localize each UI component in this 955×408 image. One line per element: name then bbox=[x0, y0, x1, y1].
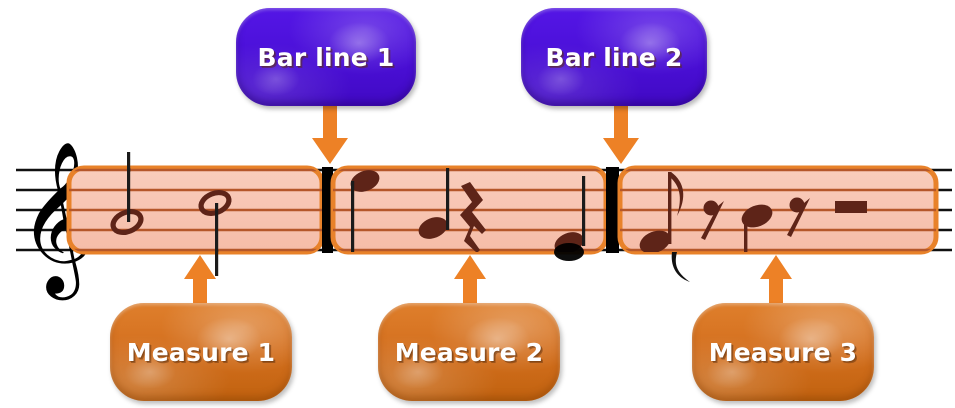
callout-measure-3-label: Measure 3 bbox=[708, 337, 858, 367]
callout-measure-3[interactable]: Measure 3 bbox=[692, 303, 874, 401]
measure-3-arrow bbox=[760, 255, 792, 311]
half-rest-glyph bbox=[835, 201, 867, 213]
quarter-rest-glyph bbox=[460, 182, 486, 252]
note-below-staff bbox=[554, 243, 584, 261]
bar-line-2-glyph bbox=[606, 167, 619, 253]
measure-1-highlight bbox=[66, 165, 325, 255]
measure-1-arrow bbox=[184, 255, 216, 311]
eighth-rest-glyph bbox=[701, 200, 724, 240]
measure-2-notes bbox=[350, 168, 586, 261]
callout-bar-line-1-label: Bar line 1 bbox=[257, 42, 395, 72]
bar-line-2-arrow bbox=[603, 104, 639, 164]
callout-measure-2[interactable]: Measure 2 bbox=[378, 303, 560, 401]
callout-measure-1[interactable]: Measure 1 bbox=[110, 303, 292, 401]
callout-bar-line-2[interactable]: Bar line 2 bbox=[521, 8, 707, 106]
measure-2-arrow bbox=[454, 255, 486, 311]
callout-measure-1-label: Measure 1 bbox=[126, 337, 276, 367]
measure-1-notes bbox=[110, 152, 232, 276]
bar-line-1-arrow bbox=[312, 104, 348, 164]
measure-3-highlight bbox=[617, 165, 939, 255]
measure-3-notes bbox=[639, 172, 867, 282]
bar-line-1-glyph bbox=[322, 167, 333, 253]
callout-bar-line-2-label: Bar line 2 bbox=[545, 42, 683, 72]
callout-measure-2-label: Measure 2 bbox=[394, 337, 544, 367]
callout-bar-line-1[interactable]: Bar line 1 bbox=[236, 8, 416, 106]
eighth-rest-glyph bbox=[787, 197, 810, 237]
